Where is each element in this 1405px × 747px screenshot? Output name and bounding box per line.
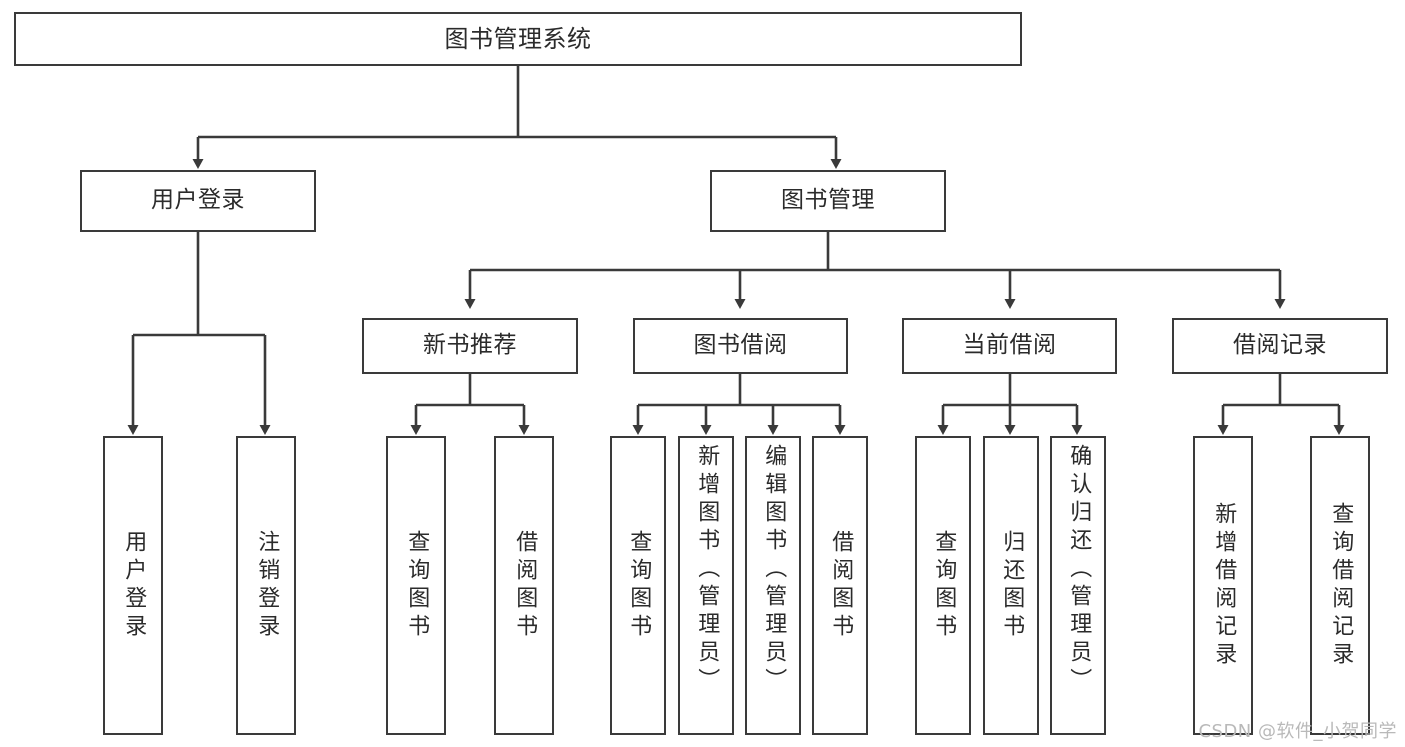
node-label: 借阅记录 [1233, 332, 1327, 359]
leaf-query-book-1[interactable]: 查询图书 [386, 436, 446, 735]
node-label: 编辑图书（管理员） [761, 444, 787, 696]
node-new-book-recommend[interactable]: 新书推荐 [362, 318, 578, 374]
node-label: 新增图书（管理员） [694, 444, 720, 696]
leaf-return-book[interactable]: 归还图书 [983, 436, 1039, 735]
node-label: 确认归还（管理员） [1066, 444, 1092, 696]
node-label: 查询图书 [931, 529, 957, 642]
leaf-add-book[interactable]: 新增图书（管理员） [678, 436, 734, 735]
leaf-borrow-book-1[interactable]: 借阅图书 [494, 436, 554, 735]
node-label: 借阅图书 [512, 529, 538, 642]
leaf-edit-book[interactable]: 编辑图书（管理员） [745, 436, 801, 735]
leaf-query-book-2[interactable]: 查询图书 [610, 436, 666, 735]
node-label: 新书推荐 [423, 332, 517, 359]
node-current-borrow[interactable]: 当前借阅 [902, 318, 1117, 374]
node-label: 查询图书 [626, 529, 652, 642]
watermark-text: CSDN @软件_小贺同学 [1198, 721, 1397, 742]
node-root-system[interactable]: 图书管理系统 [14, 12, 1022, 66]
leaf-query-book-3[interactable]: 查询图书 [915, 436, 971, 735]
node-label: 注销登录 [254, 529, 280, 642]
leaf-add-borrow-record[interactable]: 新增借阅记录 [1193, 436, 1253, 735]
leaf-query-borrow-record[interactable]: 查询借阅记录 [1310, 436, 1370, 735]
node-label: 当前借阅 [962, 332, 1057, 359]
leaf-confirm-return[interactable]: 确认归还（管理员） [1050, 436, 1106, 735]
node-user-login[interactable]: 用户登录 [80, 170, 316, 232]
node-label: 查询借阅记录 [1328, 501, 1354, 670]
node-book-management[interactable]: 图书管理 [710, 170, 946, 232]
node-label: 图书管理系统 [444, 24, 592, 53]
node-label: 新增借阅记录 [1211, 501, 1237, 670]
node-label: 借阅图书 [828, 529, 854, 642]
node-label: 用户登录 [121, 529, 147, 642]
leaf-user-login[interactable]: 用户登录 [103, 436, 163, 735]
node-label: 归还图书 [999, 529, 1025, 642]
node-label: 用户登录 [151, 187, 245, 214]
node-label: 查询图书 [404, 529, 430, 642]
node-book-borrow[interactable]: 图书借阅 [633, 318, 848, 374]
node-label: 图书管理 [781, 187, 875, 214]
node-label: 图书借阅 [693, 332, 788, 359]
leaf-borrow-book-2[interactable]: 借阅图书 [812, 436, 868, 735]
leaf-logout[interactable]: 注销登录 [236, 436, 296, 735]
node-borrow-record[interactable]: 借阅记录 [1172, 318, 1388, 374]
